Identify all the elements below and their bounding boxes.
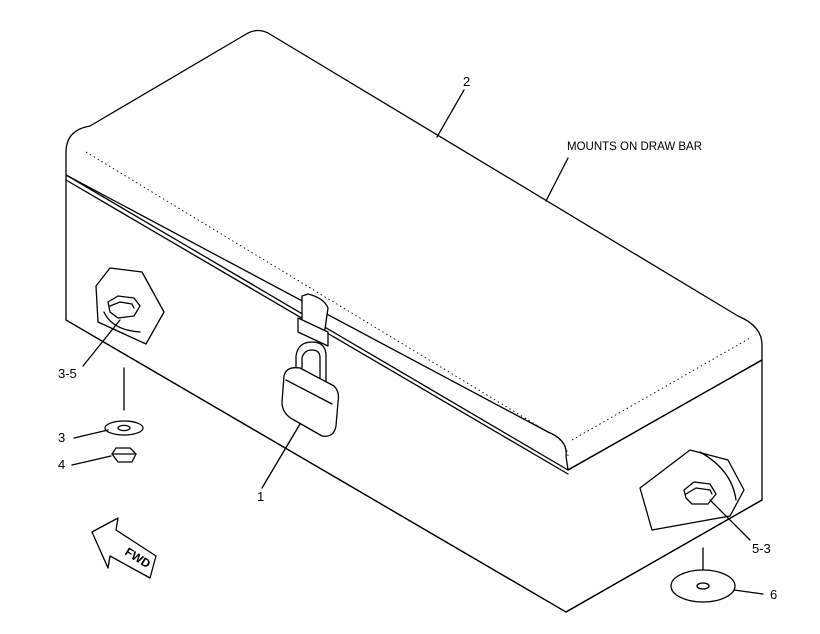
right-mount <box>639 449 745 603</box>
hasp <box>297 293 329 347</box>
right-bolt-head-facet <box>685 487 713 495</box>
callout-top-cover: 2 <box>463 74 470 89</box>
callout-labels: 2 MOUNTS ON DRAW BAR 3-5 3 4 1 5-3 6 <box>58 74 777 602</box>
left-nut <box>111 447 137 463</box>
callout-left-washer: 3 <box>58 430 65 445</box>
right-mount-plate-edge <box>699 451 737 501</box>
right-washer-hole <box>696 582 710 590</box>
leader-padlock <box>261 423 301 489</box>
fwd-arrow: FWD <box>91 517 157 579</box>
left-bolt-head <box>107 295 141 319</box>
box-bottom-edge <box>65 319 567 613</box>
padlock <box>281 341 340 437</box>
callout-left-nut: 4 <box>58 457 65 472</box>
lid-lower-edge <box>65 174 763 471</box>
leader-left-washer <box>73 429 109 439</box>
lid-front-fillet-line <box>85 151 569 457</box>
leader-right-washer <box>733 589 764 595</box>
leader-top-cover <box>436 89 465 138</box>
hasp-staple <box>297 317 329 347</box>
lid-top-surface <box>65 29 763 471</box>
leader-left-nut <box>71 455 112 466</box>
leader-mount-note <box>545 157 569 202</box>
callout-mount-note: MOUNTS ON DRAW BAR <box>567 141 702 153</box>
callout-padlock: 1 <box>257 489 264 504</box>
callout-left-bolt: 3-5 <box>58 366 77 381</box>
callout-right-bolt: 5-3 <box>752 541 771 556</box>
left-mount-plate-edge <box>103 311 141 333</box>
toolbox-lid <box>65 29 763 475</box>
padlock-body-edge <box>285 379 333 405</box>
left-washer-hole <box>117 424 131 432</box>
left-bolt-head-facet <box>109 301 135 309</box>
padlock-shackle-inner <box>301 349 321 387</box>
left-washer <box>104 420 144 436</box>
leader-lines <box>71 89 764 595</box>
padlock-shackle <box>295 341 327 391</box>
leader-right-bolt <box>709 499 751 541</box>
fwd-arrow-shape <box>91 517 157 579</box>
callout-right-washer: 6 <box>770 587 777 602</box>
leader-left-bolt <box>82 319 121 367</box>
right-bolt-head <box>683 481 717 505</box>
right-washer <box>670 569 736 603</box>
left-mount <box>95 267 165 463</box>
